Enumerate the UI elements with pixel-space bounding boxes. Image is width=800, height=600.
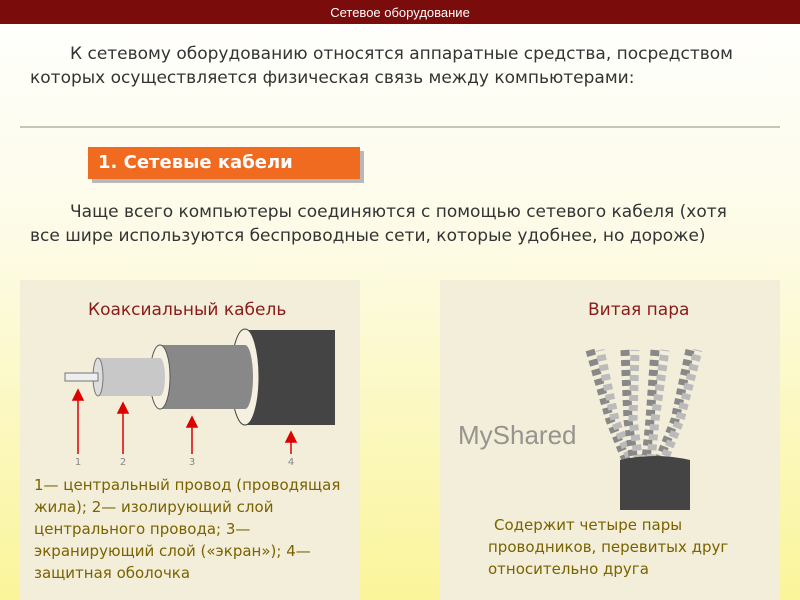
twisted-pair-panel: Витая пара Содержит четыре пары проводни… (440, 280, 780, 600)
arrow-markers (71, 388, 298, 454)
divider (20, 126, 780, 128)
coax-title: Коаксиальный кабель (88, 300, 287, 320)
section-title: 1. Сетевые кабели (88, 147, 360, 179)
intro-text: К сетевому оборудованию относятся аппара… (30, 44, 734, 88)
coax-panel: Коаксиальный кабель 1 2 3 4 1— центральн… (20, 280, 360, 600)
twisted-pair-illustration (585, 348, 703, 510)
label-4: 4 (288, 457, 294, 468)
paragraph-text: Чаще всего компьютеры соединяются с помо… (30, 202, 727, 246)
slide-header: Сетевое оборудование (0, 0, 800, 24)
watermark: MyShared (458, 420, 577, 450)
label-3: 3 (189, 457, 195, 468)
twisted-description: Содержит четыре пары проводников, переви… (488, 516, 729, 578)
twisted-title: Витая пара (588, 300, 690, 320)
label-1: 1 (75, 457, 81, 468)
label-2: 2 (120, 457, 126, 468)
coax-description: 1— центральный провод (проводящая жила);… (34, 476, 341, 582)
coax-cable-illustration: 1 2 3 4 (64, 328, 335, 468)
